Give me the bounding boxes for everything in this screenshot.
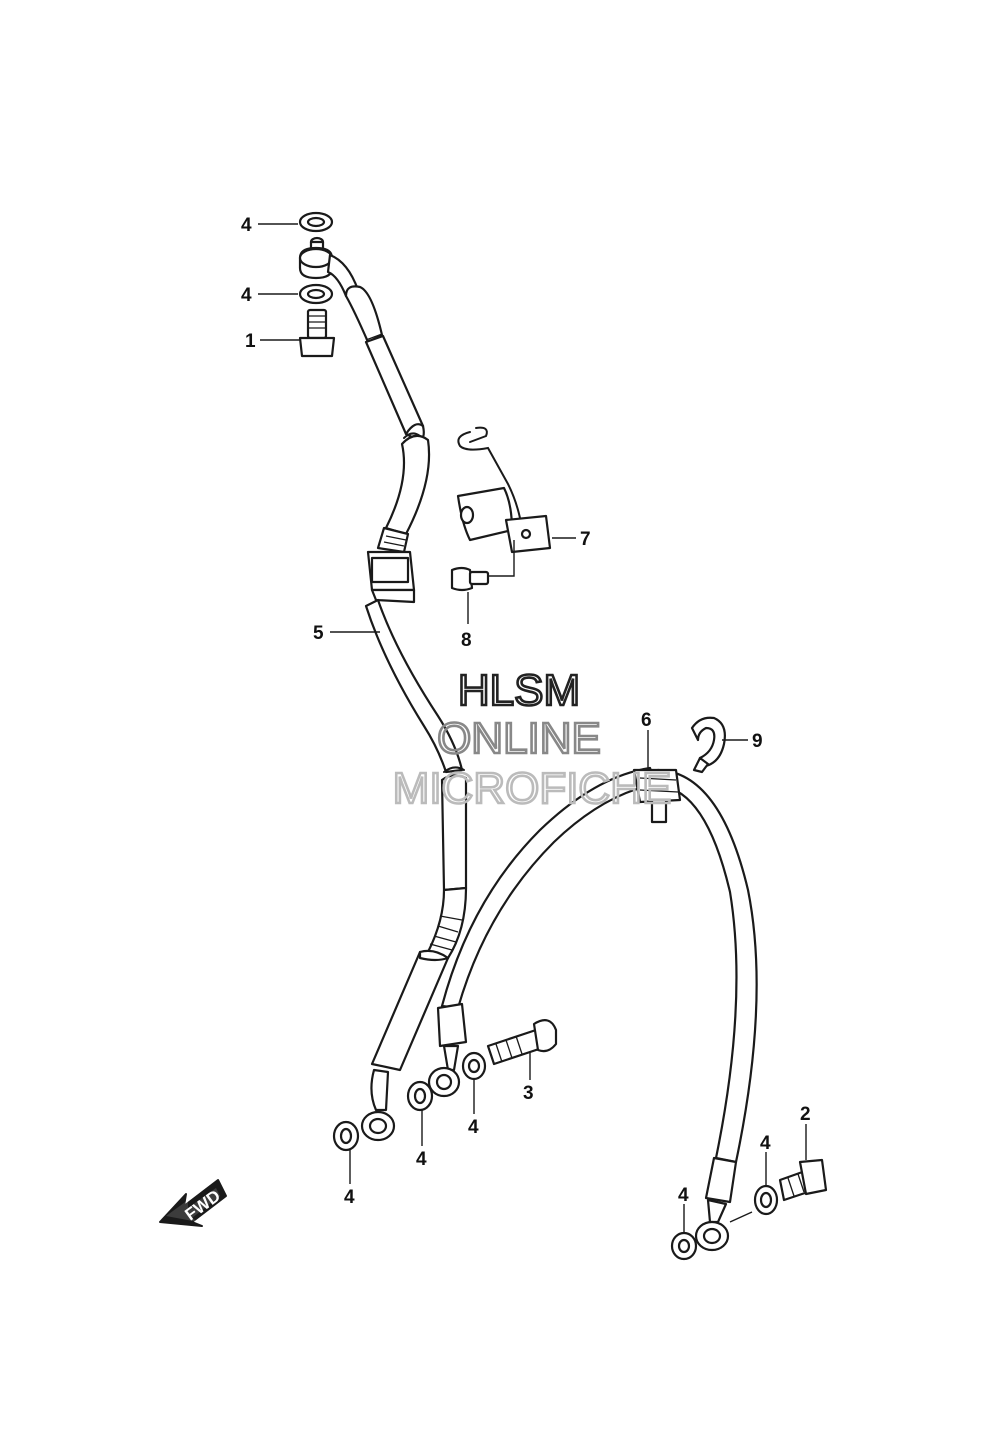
watermark: HLSM ONLINE MICROFICHE [391,665,672,815]
leader-lines [258,223,807,1232]
watermark-line-3: MICROFICHE [393,764,672,813]
watermark-line-2: ONLINE [437,714,601,763]
watermark-line-1: HLSM [458,666,580,715]
callout-4: 4 [416,1149,427,1170]
callout-9: 9 [752,731,763,752]
fwd-arrow: FWD [159,1179,227,1227]
washer-lower-4[interactable] [753,1184,779,1216]
callout-4: 4 [344,1187,355,1208]
hose-clamp-9[interactable] [690,716,726,774]
callout-3: 3 [523,1083,534,1104]
callout-4: 4 [760,1133,771,1154]
callout-4: 4 [241,215,252,236]
washer-top-a[interactable] [298,211,334,233]
washer-lower-2[interactable] [406,1080,434,1112]
callout-7: 7 [580,529,591,550]
callout-labels: 4 4 1 7 8 5 6 9 3 4 4 4 2 4 4 [241,215,811,1208]
washer-lower-1[interactable] [332,1120,360,1152]
callout-8: 8 [461,630,472,651]
callout-4: 4 [241,285,252,306]
callout-4: 4 [678,1185,689,1206]
callout-6: 6 [641,710,652,731]
hose-bracket[interactable] [456,426,552,554]
callout-2: 2 [800,1104,811,1125]
callout-4: 4 [468,1117,479,1138]
washer-top-b[interactable] [298,283,334,305]
bolt-8[interactable] [450,566,490,592]
washer-lower-5[interactable] [670,1231,698,1261]
callout-5: 5 [313,623,324,644]
union-bolt-2[interactable] [778,1158,828,1202]
union-bolt-1[interactable] [298,308,336,358]
union-bolt-3[interactable] [486,1019,558,1066]
brake-hose-lower[interactable] [427,766,758,1252]
brake-hose-upper[interactable] [298,236,468,1142]
washer-lower-3[interactable] [461,1051,487,1081]
callout-1: 1 [245,331,256,352]
